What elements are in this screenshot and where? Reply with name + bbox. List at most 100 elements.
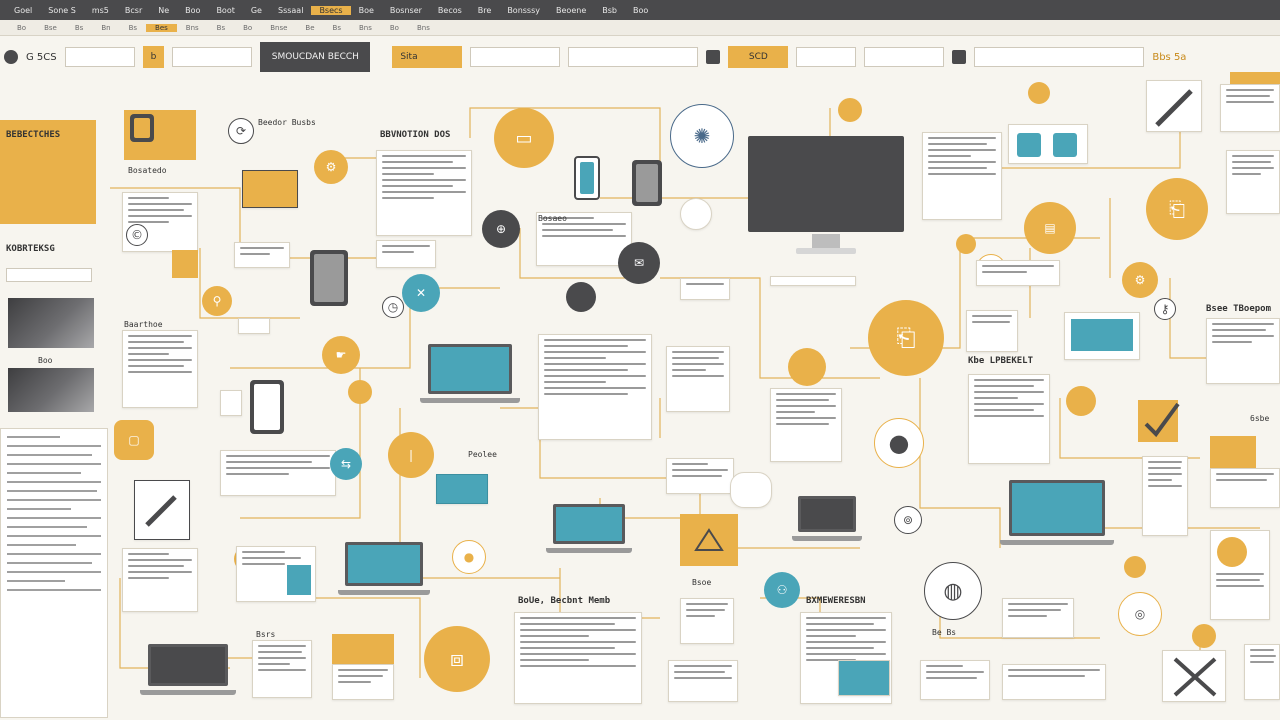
gear-gold-icon[interactable]: ⚙ [1122,262,1158,298]
strip-tab-1[interactable]: Bse [44,23,57,32]
input-field-d[interactable] [796,47,857,67]
node-card-5[interactable] [220,450,336,496]
node-card-16[interactable] [770,388,842,462]
input-field-c[interactable] [568,47,699,67]
menu-item-11[interactable]: Bosnser [389,5,422,15]
node-card-24[interactable] [1142,456,1188,536]
wrench-card[interactable] [1146,80,1202,132]
node-card-7[interactable] [332,664,394,700]
laptop-teal-2[interactable] [338,542,430,604]
gold-dot-mid[interactable] [788,348,826,386]
right-card-5[interactable] [1210,530,1270,620]
node-card-23[interactable] [1008,124,1088,164]
right-card-1[interactable] [1220,84,1280,132]
pin-gold-icon[interactable]: ❘ [388,432,434,478]
highlight-panel[interactable] [0,120,96,224]
phone-icon[interactable] [574,156,600,200]
menu-item-3[interactable]: Bcsr [124,5,143,15]
strip-tab-0[interactable]: Bo [17,23,27,32]
gold-tile-icon[interactable]: ▢ [114,420,154,460]
strip-tab-6[interactable]: Bns [185,23,199,32]
laptop-dark[interactable] [140,644,236,704]
link-icon[interactable]: ⊕ [482,210,520,248]
square-icon-2[interactable] [952,50,967,64]
radio-device[interactable] [242,170,298,208]
disc-icon[interactable]: ● [874,418,924,468]
gear-icon[interactable]: ⚙ [314,150,348,184]
node-card-4[interactable] [122,548,198,612]
strip-tab-9[interactable]: Bnse [270,23,288,32]
strip-tab-10[interactable]: Be [305,23,315,32]
lock-icon[interactable]: ⊚ [894,506,922,534]
gold-dot-10c[interactable] [1124,556,1146,578]
node-card-20[interactable] [968,374,1050,464]
target-icon[interactable]: ◎ [1118,592,1162,636]
gold-dot-11[interactable] [1192,624,1216,648]
input-field-e[interactable] [864,47,945,67]
strip-tab-2[interactable]: Bs [74,23,84,32]
strip-tab-14[interactable]: Bns [416,23,430,32]
right-card-2[interactable] [1226,150,1280,214]
node-card-22[interactable] [1002,664,1106,700]
tab-site-button[interactable]: Sita [392,46,463,68]
strip-tab-4[interactable]: Bs [128,23,138,32]
gold-node-dot[interactable] [348,380,372,404]
menu-item-12[interactable]: Becos [437,5,462,15]
menu-item-5[interactable]: Boo [185,5,201,15]
refresh-icon[interactable]: ⟳ [228,118,254,144]
menu-item-15[interactable]: Beoene [556,5,587,15]
globe-icon[interactable]: ◍ [924,562,982,620]
monitor-teal-card[interactable] [1064,312,1140,360]
check-card[interactable] [1138,400,1178,442]
right-card-4[interactable] [1210,468,1280,508]
gold-dot-10b[interactable] [1066,386,1096,416]
node-card-13[interactable] [666,458,734,494]
right-gold-tab[interactable] [1210,436,1256,468]
input-field-f[interactable] [974,47,1145,67]
gold-button-2[interactable]: SCD [728,46,789,68]
node-mini-2[interactable] [376,240,436,268]
input-field-a[interactable] [172,47,253,67]
menu-item-9[interactable]: Bsecs [311,5,351,15]
printer-icon[interactable] [436,474,488,504]
node-card-21[interactable] [1002,598,1074,638]
folder-icon[interactable]: ▭ [494,108,554,168]
node-dark-dot[interactable] [566,282,596,312]
input-field-b[interactable] [470,47,561,67]
node-screen-card[interactable] [236,546,316,602]
node-card-12[interactable] [666,346,730,412]
gold-button[interactable]: b [142,46,165,68]
laptop-teal-1[interactable] [420,344,520,412]
strip-tab-3[interactable]: Bn [101,23,111,32]
small-card-icon[interactable] [220,390,242,416]
square-icon[interactable] [706,50,721,64]
menu-item-13[interactable]: Bre [477,5,492,15]
warning-card[interactable] [680,514,738,566]
tools-card[interactable] [1162,650,1226,702]
pen-tool-card[interactable] [134,480,190,540]
menu-item-10[interactable]: Boe [358,5,374,15]
node-mini-4[interactable] [976,260,1060,286]
menu-item-16[interactable]: Bsb [602,5,617,15]
cloud-icon[interactable] [730,472,772,508]
strip-tab-7[interactable]: Bs [216,23,226,32]
image-thumb-2[interactable] [8,368,94,412]
gold-dot-10a[interactable] [1028,82,1050,104]
menu-item-6[interactable]: Boot [216,5,235,15]
laptop-teal-4[interactable] [1000,480,1114,556]
right-card-3[interactable] [1206,318,1280,384]
left-input[interactable] [64,47,135,67]
toggle-switch[interactable] [238,318,270,334]
cube-icon[interactable]: ⧈ [424,626,490,692]
primary-dark-button[interactable]: SMOUCDAN BECCH [260,42,371,72]
strip-tab-11[interactable]: Bs [332,23,341,32]
node-card-6[interactable] [252,640,312,698]
node-card-3[interactable] [122,330,198,408]
app-logo-icon[interactable] [4,50,18,64]
node-mini-1[interactable] [234,242,290,268]
laptop-dark-2[interactable] [792,496,862,548]
pin-icon[interactable]: ⚲ [202,286,232,316]
node-card-9[interactable] [536,212,632,266]
teal-screen-card[interactable] [838,660,890,696]
node-card-14[interactable] [680,598,734,644]
